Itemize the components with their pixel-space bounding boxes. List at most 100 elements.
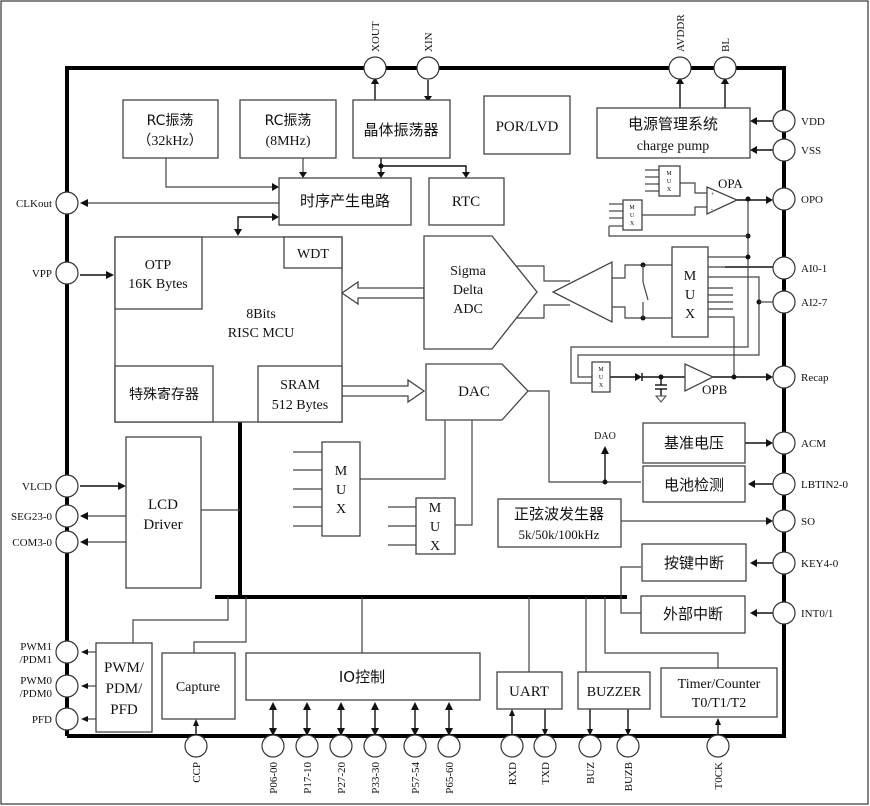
opa-triangle	[706, 186, 739, 216]
rc-8m-freq: (8MHz)	[265, 134, 310, 149]
pwm-line1: PWM/	[104, 660, 145, 676]
pin-label: XIN	[423, 32, 435, 52]
pin-label: PFD	[32, 714, 52, 726]
io-bidirectional-arrows	[269, 702, 453, 736]
opa-label: OPA	[718, 176, 743, 191]
sram-to-dac-arrow	[340, 378, 426, 404]
rc-32k-block: RC振荡 （32kHz）	[122, 99, 219, 159]
svg-text:M: M	[629, 205, 635, 211]
mcu-bits: 8Bits	[246, 307, 276, 322]
pin-circle	[500, 734, 524, 758]
pin-label: BUZB	[623, 762, 635, 791]
pin-ai2-7: AI2-7	[772, 290, 828, 314]
pin-label: VLCD	[22, 481, 52, 493]
pin-circle	[772, 472, 796, 496]
svg-text:X: X	[667, 187, 672, 193]
pin-avddr: AVDDR	[668, 14, 692, 80]
pin-circle	[772, 365, 796, 389]
pin-label: XOUT	[370, 21, 382, 52]
mcu-block: OTP 16K Bytes WDT 8Bits RISC MCU 特殊寄存器 S…	[114, 236, 343, 423]
pin-circle	[55, 530, 79, 554]
dac-mux-right: M U X	[415, 497, 456, 555]
pin-circle	[363, 56, 387, 80]
pin-circle	[772, 109, 796, 133]
pin-buz: BUZ	[578, 734, 602, 784]
pin-label: SEG23-0	[11, 511, 52, 523]
pin-circle	[772, 290, 796, 314]
pin-label: PWM1/PDM1	[20, 641, 52, 666]
pin-ai0-1: AI0-1	[772, 256, 827, 280]
special-register-block	[114, 365, 214, 423]
pin-label: CLKout	[16, 198, 52, 210]
rtc-block: RTC	[428, 177, 505, 226]
svg-text:U: U	[599, 375, 604, 381]
pwm-line3: PFD	[110, 702, 138, 718]
pin-circle	[261, 734, 285, 758]
external-interrupt-block: 外部中断	[640, 595, 746, 634]
pin-rxd: RXD	[500, 734, 524, 785]
pin-xin: XIN	[416, 32, 440, 80]
pin-label: SO	[801, 516, 815, 528]
svg-text:U: U	[630, 213, 635, 219]
pin-circle	[772, 509, 796, 533]
lcd-driver-label: Driver	[143, 517, 182, 533]
pin-circle	[329, 734, 353, 758]
pin-lbtin2-0: LBTIN2-0	[772, 472, 849, 496]
svg-text:U: U	[667, 179, 672, 185]
pin-label: AI2-7	[801, 297, 828, 309]
svg-text:X: X	[630, 221, 635, 227]
pin-pwm0-pdm0: PWM0/PDM0	[20, 674, 79, 700]
pin-label: TXD	[540, 762, 552, 785]
voltage-reference-block: 基准电压	[642, 422, 746, 464]
pin-label: KEY4-0	[801, 558, 839, 570]
pin-label: VSS	[801, 145, 821, 157]
svg-text:X: X	[430, 539, 440, 554]
pin-circle	[772, 138, 796, 162]
pin-label: OPO	[801, 194, 823, 206]
capture-label: Capture	[176, 680, 220, 695]
pin-p65-60: P65-60	[437, 734, 461, 794]
opa-mux-upper: M U X	[658, 165, 681, 197]
external-interrupt-label: 外部中断	[663, 605, 723, 623]
timer-counter-block: Timer/Counter T0/T1/T2	[660, 667, 778, 718]
pin-label: PWM0/PDM0	[20, 675, 53, 700]
pin-t0ck: T0CK	[706, 734, 730, 790]
key-interrupt-block: 按键中断	[641, 543, 747, 582]
pin-com3-0: COM3-0	[12, 530, 79, 554]
pin-key4-0: KEY4-0	[772, 551, 839, 575]
opb-triangle	[684, 362, 715, 393]
timer-channels: T0/T1/T2	[692, 696, 746, 711]
svg-text:M: M	[429, 501, 442, 516]
pin-label: P17-10	[302, 762, 314, 794]
capture-block: Capture	[161, 652, 236, 720]
analog-mux-block: M U X	[671, 246, 709, 338]
timing-generator-block: 时序产生电路	[278, 177, 412, 226]
pin-circle	[578, 734, 602, 758]
pin-pwm1-pdm1: PWM1/PDM1	[20, 640, 79, 666]
pin-circle	[403, 734, 427, 758]
dac-block: DAC	[425, 363, 529, 421]
pin-label: Recap	[801, 372, 829, 384]
pin-circle	[416, 56, 440, 80]
rc-32k-title: RC振荡	[147, 113, 194, 129]
sine-generator-title: 正弦波发生器	[514, 505, 604, 523]
pin-circle	[55, 707, 79, 731]
pin-label: T0CK	[713, 762, 725, 790]
pin-vpp: VPP	[32, 261, 79, 285]
pin-xout: XOUT	[363, 21, 387, 80]
svg-text:U: U	[430, 520, 440, 535]
pin-circle	[55, 261, 79, 285]
pin-label: AI0-1	[801, 263, 827, 275]
pin-ccp: CCP	[184, 734, 208, 783]
connections: + -	[80, 77, 774, 736]
wdt-label: WDT	[297, 247, 329, 262]
por-lvd-label: POR/LVD	[496, 119, 559, 135]
pin-acm: ACM	[772, 431, 826, 455]
io-control-block: IO控制	[245, 652, 481, 701]
sram-size: 512 Bytes	[272, 398, 328, 413]
battery-detect-block: 电池检测	[642, 465, 746, 503]
pin-label: P57-54	[410, 762, 422, 794]
rc-8m-title: RC振荡	[265, 113, 312, 129]
pin-circle	[184, 734, 208, 758]
